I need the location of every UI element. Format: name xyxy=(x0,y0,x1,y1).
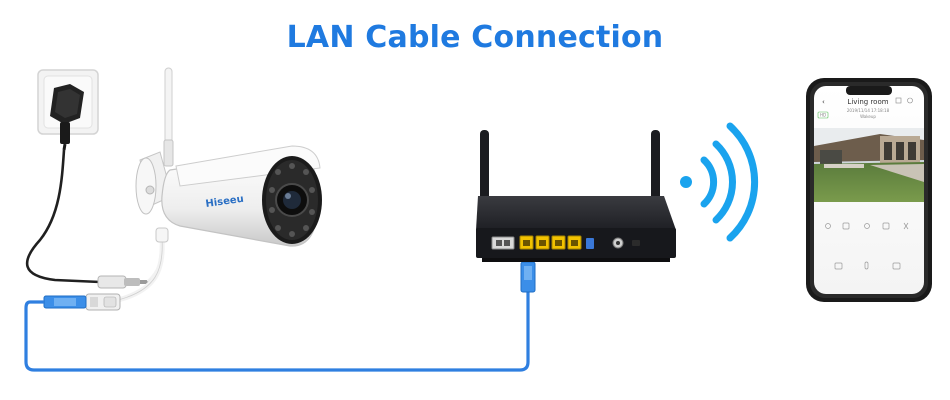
router-lan-ports xyxy=(519,235,582,250)
power-adapter xyxy=(50,84,84,151)
lan-cable xyxy=(24,290,530,372)
phone-live-video xyxy=(814,128,924,202)
lan-plug-router xyxy=(520,261,536,293)
router-wan-port xyxy=(491,236,515,250)
lan-plug-camera xyxy=(43,295,87,309)
phone-sub-label: Wakeup xyxy=(860,114,876,119)
camera-brand-label: Hiseeu xyxy=(205,194,245,210)
cable-gland xyxy=(155,227,169,243)
smartphone: ‹ Living room 2019/11/14 17:18:18 Wakeup… xyxy=(806,78,932,302)
diagram-title: LAN Cable Connection xyxy=(286,20,664,55)
router xyxy=(476,130,676,262)
dc-connector xyxy=(97,275,148,289)
power-cable xyxy=(25,149,101,284)
router-usb-port xyxy=(586,238,594,249)
svg-text:‹: ‹ xyxy=(822,98,825,106)
wifi-signal-icon xyxy=(680,122,759,242)
bullet-camera: Hiseeu xyxy=(135,67,322,247)
phone-screen-title: Living room xyxy=(847,98,888,106)
rj45-coupler xyxy=(85,293,121,311)
phone-badge: HD xyxy=(820,113,826,118)
phone-timestamp: 2019/11/14 17:18:18 xyxy=(847,108,890,113)
